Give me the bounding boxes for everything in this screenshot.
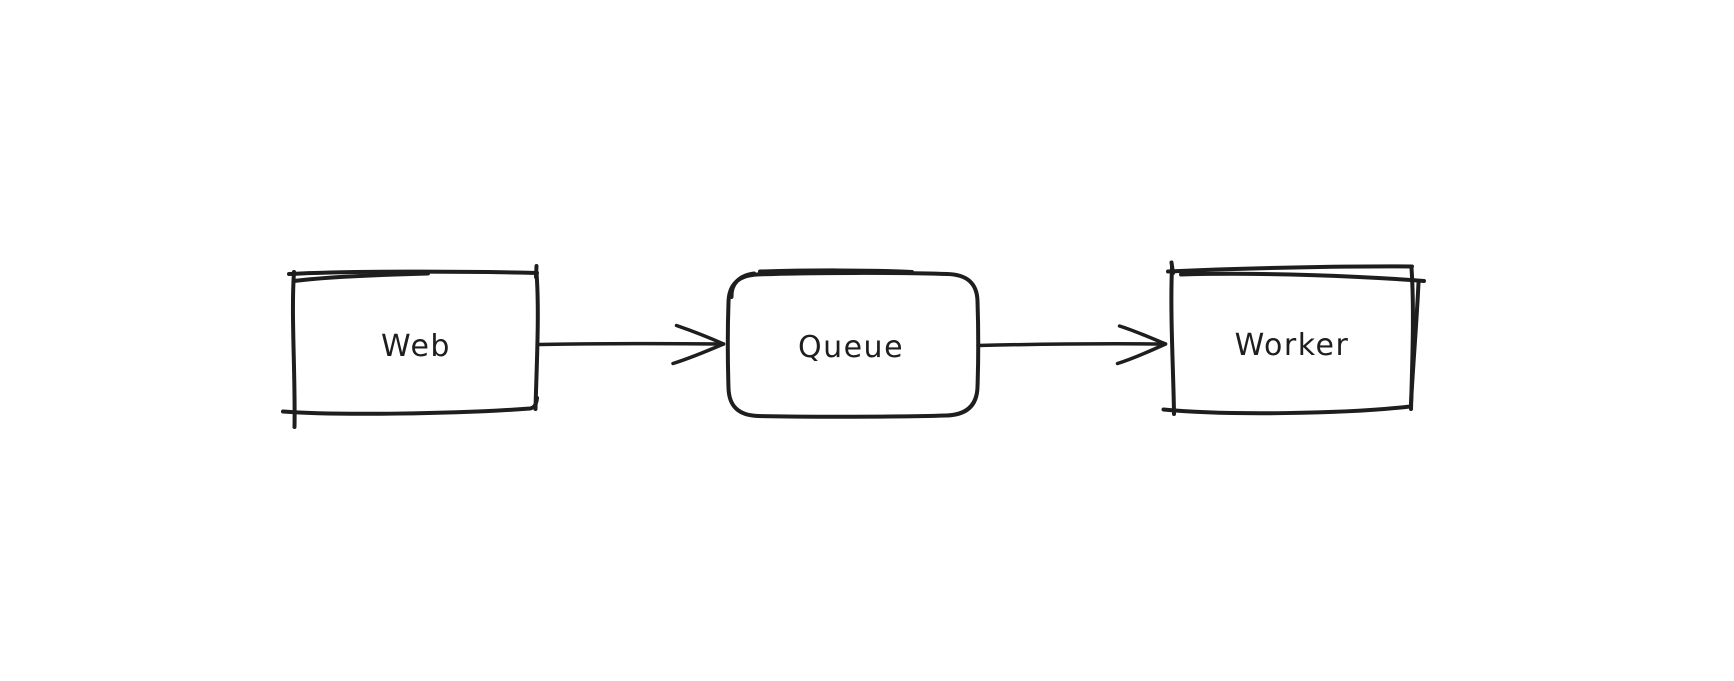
edge-web-queue-arrowhead-lower — [671, 342, 726, 366]
edge-queue-worker-shaft — [976, 342, 1165, 348]
node-worker-top-edge — [1166, 264, 1414, 274]
node-web-top-edge — [287, 269, 539, 276]
node-queue[interactable] — [725, 268, 981, 419]
node-queue-outline — [725, 270, 981, 419]
edge-queue-worker[interactable] — [976, 324, 1168, 366]
node-web-label: Web — [381, 329, 451, 364]
node-web-bottom-edge — [281, 396, 539, 416]
node-web-top-edge-sketch — [292, 271, 430, 283]
node-worker[interactable] — [1161, 260, 1426, 416]
edge-queue-worker-arrowhead-lower — [1115, 342, 1168, 366]
edge-queue-worker-arrowhead-upper — [1117, 324, 1168, 346]
node-web-right-edge — [533, 271, 540, 411]
node-queue-corner-sketch — [729, 271, 756, 299]
edge-web-queue-shaft — [538, 341, 724, 347]
node-worker-left-edge — [1169, 265, 1176, 416]
node-web-left-edge — [290, 270, 297, 429]
edge-web-queue-arrowhead-upper — [674, 323, 726, 346]
node-web[interactable] — [281, 264, 540, 429]
diagram-strokes — [281, 260, 1426, 429]
edge-web-queue[interactable] — [538, 323, 726, 366]
node-worker-right-edge-sketch — [1409, 281, 1421, 406]
diagram-labels: Web Queue Worker — [381, 328, 1350, 365]
node-worker-bottom-edge — [1161, 404, 1412, 416]
node-worker-top-edge-sketch — [1179, 271, 1426, 283]
node-worker-label: Worker — [1235, 328, 1350, 363]
node-queue-top-edge-sketch — [758, 268, 914, 274]
node-queue-label: Queue — [798, 330, 904, 365]
